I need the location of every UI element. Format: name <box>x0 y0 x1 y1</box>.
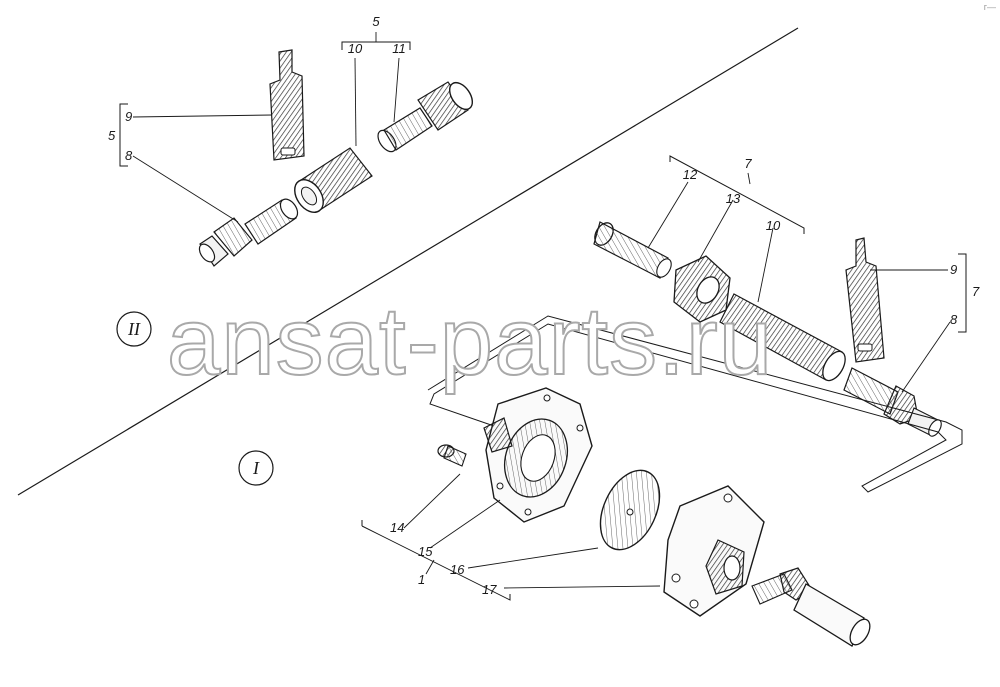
fitting-8-right <box>843 367 942 437</box>
fitting-8-left <box>198 198 299 267</box>
callout-10-left: 10 <box>348 41 363 56</box>
callout-8-left: 8 <box>125 148 133 163</box>
callout-11: 11 <box>392 41 406 56</box>
routing-outline <box>427 315 963 493</box>
view-i-circle <box>238 450 274 486</box>
pump-body-15 <box>483 387 593 523</box>
view-ii-assembly <box>119 32 474 267</box>
watermark-text: ansat-parts.ru <box>167 288 773 395</box>
callout-12: 12 <box>683 167 698 182</box>
tag-plate-right <box>845 237 885 363</box>
screw-14 <box>437 444 467 467</box>
hose-10-right <box>719 293 846 382</box>
callout-14: 14 <box>390 520 404 535</box>
tag-plate-left <box>269 49 305 161</box>
view-ii-label: II <box>127 319 141 339</box>
callout-1: 1 <box>418 572 425 587</box>
view-divider-line <box>17 27 799 496</box>
callout-13: 13 <box>726 191 741 206</box>
callout-5-top: 5 <box>372 14 380 29</box>
view-ii-circle <box>116 311 152 347</box>
hose-assembly-right <box>593 155 967 437</box>
callout-7-right: 7 <box>972 284 980 299</box>
fitting-12 <box>593 221 672 279</box>
cover-17 <box>663 485 765 617</box>
callout-17: 17 <box>482 582 497 597</box>
corner-mark: г— <box>984 2 996 12</box>
callout-9-left: 9 <box>125 109 132 124</box>
callout-8-right: 8 <box>950 312 958 327</box>
callout-9-right: 9 <box>950 262 957 277</box>
callout-16: 16 <box>450 562 465 577</box>
callout-5-left: 5 <box>108 128 116 143</box>
callout-10-right: 10 <box>766 218 781 233</box>
fitting-11 <box>377 81 474 153</box>
diaphragm-16 <box>599 469 661 551</box>
callout-7-top: 7 <box>744 156 752 171</box>
view-i-assembly <box>361 387 871 647</box>
callout-15: 15 <box>418 544 433 559</box>
outlet-fitting <box>751 567 871 647</box>
hose-10-left <box>294 147 373 213</box>
nut-13 <box>673 255 731 323</box>
view-i-label: I <box>252 458 260 478</box>
